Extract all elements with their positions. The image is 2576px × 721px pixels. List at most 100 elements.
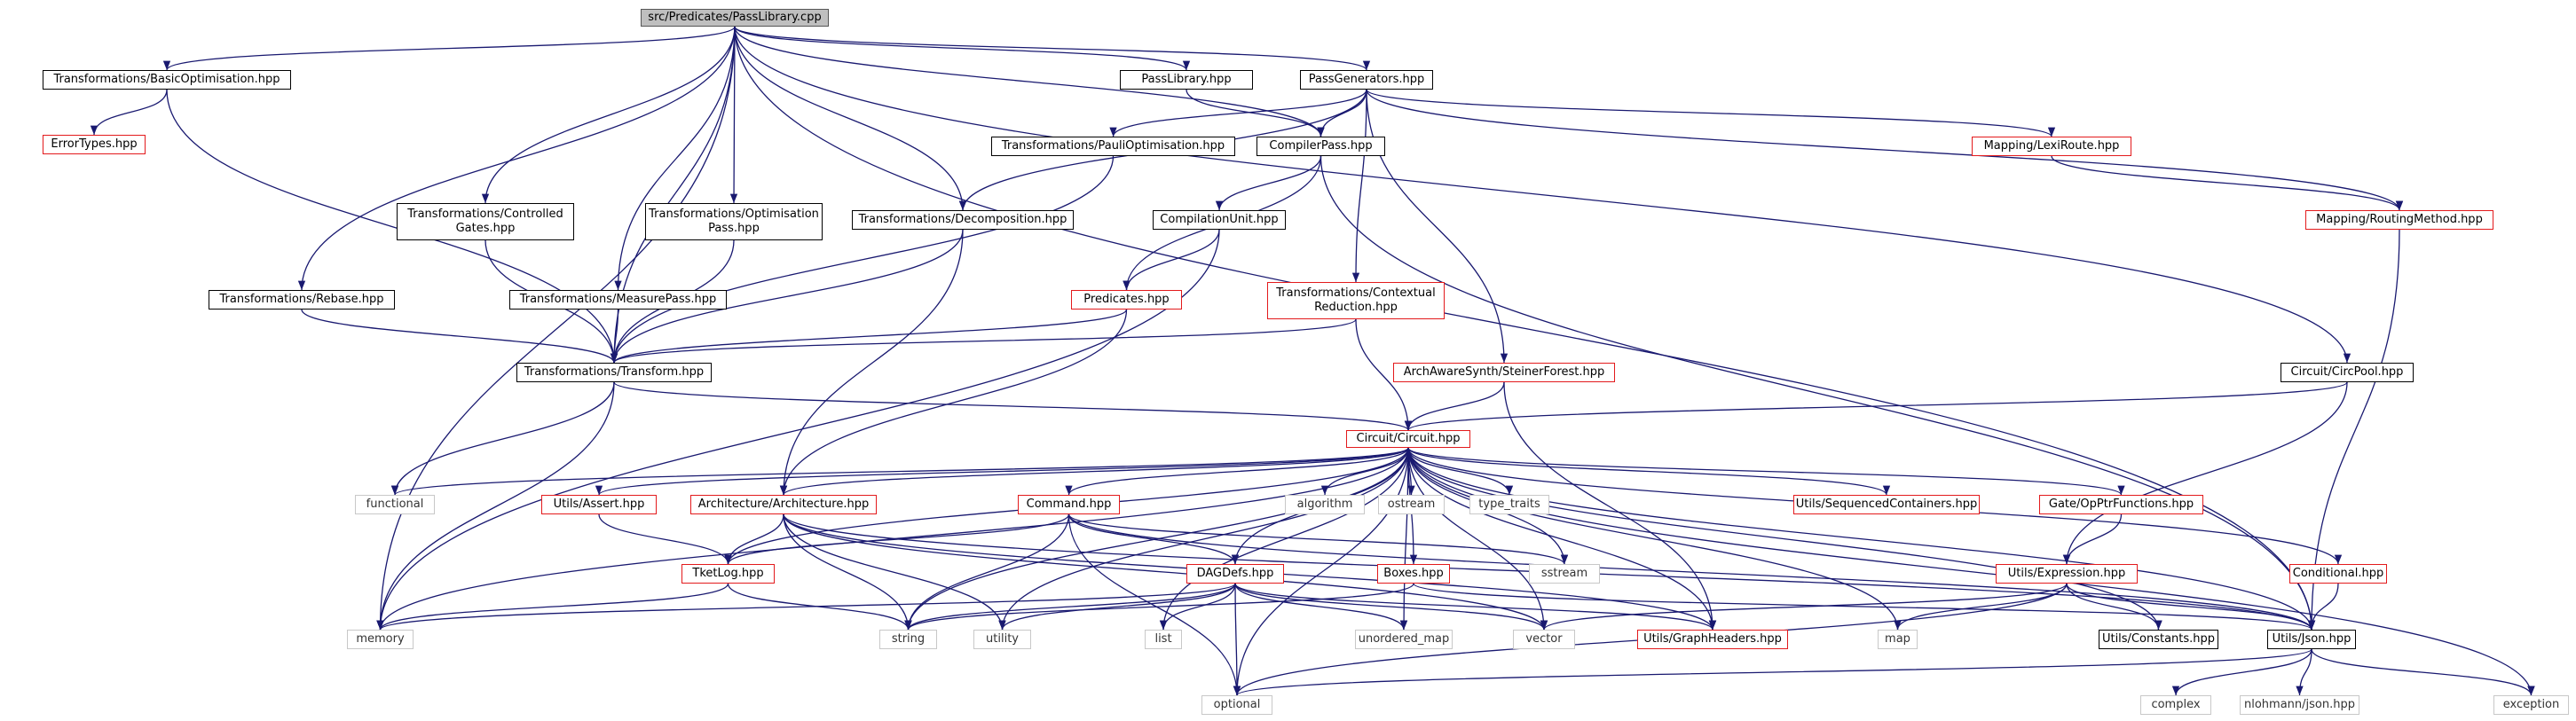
- node-exception: exception: [2493, 695, 2569, 715]
- node-graph-headers[interactable]: Utils/GraphHeaders.hpp: [1637, 630, 1788, 649]
- node-label: Gates.hpp: [455, 222, 516, 235]
- node-dag-defs[interactable]: DAGDefs.hpp: [1186, 564, 1284, 584]
- edge-root-compilerpass: [734, 26, 1325, 137]
- node-predicates[interactable]: Predicates.hpp: [1071, 290, 1182, 310]
- node-label: Command.hpp: [1026, 498, 1112, 511]
- node-algorithm: algorithm: [1285, 495, 1365, 514]
- node-label: ErrorTypes.hpp: [51, 137, 138, 151]
- node-steiner-forest[interactable]: ArchAwareSynth/SteinerForest.hpp: [1393, 363, 1615, 382]
- node-label: functional: [366, 498, 424, 511]
- node-boxes[interactable]: Boxes.hpp: [1377, 564, 1450, 584]
- node-measure-pass[interactable]: Transformations/MeasurePass.hpp: [509, 290, 727, 310]
- node-label: Transformations/Optimisation: [649, 208, 819, 221]
- edge-circuit-json: [1407, 447, 2316, 631]
- node-circuit[interactable]: Circuit/Circuit.hpp: [1346, 430, 1470, 448]
- node-op-ptr-functions[interactable]: Gate/OpPtrFunctions.hpp: [2039, 495, 2203, 514]
- node-routing-method[interactable]: Mapping/RoutingMethod.hpp: [2305, 210, 2493, 230]
- node-label: Transformations/Contextual: [1276, 286, 1436, 300]
- edge-expression-json: [2066, 583, 2316, 631]
- node-error-types[interactable]: ErrorTypes.hpp: [43, 135, 146, 154]
- node-label: Utils/SequencedContainers.hpp: [1795, 498, 1978, 511]
- node-label: algorithm: [1296, 498, 1353, 511]
- node-constants[interactable]: Utils/Constants.hpp: [2099, 630, 2218, 649]
- node-command[interactable]: Command.hpp: [1018, 495, 1120, 514]
- node-root[interactable]: src/Predicates/PassLibrary.cpp: [641, 9, 829, 27]
- node-conditional[interactable]: Conditional.hpp: [2289, 564, 2387, 584]
- edge-decomp-transform: [610, 229, 964, 364]
- edge-root-decomp: [734, 26, 967, 211]
- edge-json-exception: [2311, 648, 2535, 696]
- node-label: Gate/OpPtrFunctions.hpp: [2048, 498, 2194, 511]
- node-sequenced-containers[interactable]: Utils/SequencedContainers.hpp: [1793, 495, 1980, 514]
- edge-layer: [90, 26, 2535, 696]
- node-tket-log[interactable]: TketLog.hpp: [681, 564, 775, 584]
- edge-json-nlohmann: [2296, 648, 2312, 696]
- edge-circuit-assert: [595, 447, 1409, 496]
- edge-circuit-functional: [391, 447, 1409, 496]
- node-ostream: ostream: [1378, 495, 1445, 514]
- node-lexi-route[interactable]: Mapping/LexiRoute.hpp: [1972, 137, 2131, 156]
- node-label: map: [1885, 632, 1910, 646]
- edge-dagdefs-graphheaders: [1234, 583, 1716, 631]
- edge-passgen-contextual: [1351, 89, 1367, 283]
- edge-command-dagdefs: [1067, 513, 1240, 565]
- edge-contextual-circuit: [1355, 318, 1413, 431]
- node-label: utility: [986, 632, 1019, 646]
- node-label: Reduction.hpp: [1314, 301, 1398, 314]
- edge-circuit-type_traits: [1407, 447, 1514, 496]
- node-label: Transformations/MeasurePass.hpp: [519, 293, 717, 306]
- edge-dagdefs-unordered_map: [1234, 583, 1408, 631]
- edge-root-optpass: [729, 26, 738, 204]
- edge-steiner-circuit: [1404, 381, 1505, 431]
- node-compiler-pass[interactable]: CompilerPass.hpp: [1256, 137, 1385, 156]
- edge-root-rebase: [297, 26, 736, 291]
- node-unordered-map: unordered_map: [1355, 630, 1453, 649]
- edge-routing-json: [2307, 229, 2400, 631]
- edge-transform-circuit: [613, 381, 1412, 431]
- node-rebase[interactable]: Transformations/Rebase.hpp: [209, 290, 395, 310]
- node-label: list: [1154, 632, 1172, 646]
- node-label: src/Predicates/PassLibrary.cpp: [648, 11, 822, 24]
- node-pass-library[interactable]: PassLibrary.hpp: [1120, 70, 1253, 90]
- edge-opptrfn-expression: [2062, 513, 2123, 565]
- node-architecture[interactable]: Architecture/Architecture.hpp: [690, 495, 877, 514]
- edge-command-sstream: [1067, 513, 1568, 565]
- edge-transform-memory: [376, 381, 615, 631]
- node-compilation-unit[interactable]: CompilationUnit.hpp: [1153, 210, 1286, 230]
- edge-tketlog-memory: [376, 583, 729, 631]
- node-json[interactable]: Utils/Json.hpp: [2267, 630, 2356, 649]
- node-pass-generators[interactable]: PassGenerators.hpp: [1300, 70, 1433, 90]
- edge-contextual-transform: [611, 318, 1357, 364]
- edge-circpool-expression: [2062, 381, 2348, 565]
- node-label: Architecture/Architecture.hpp: [697, 498, 870, 511]
- node-functional: functional: [355, 495, 435, 514]
- edge-circuit-opptrfn: [1407, 447, 2125, 496]
- node-circ-pool[interactable]: Circuit/CircPool.hpp: [2281, 363, 2414, 382]
- edge-passlib-compilerpass: [1186, 89, 1325, 137]
- node-label: complex: [2151, 698, 2201, 711]
- node-label: Pass.hpp: [708, 222, 760, 235]
- node-basic-optimisation[interactable]: Transformations/BasicOptimisation.hpp: [43, 70, 291, 90]
- node-label: Utils/Json.hpp: [2272, 632, 2351, 646]
- node-label: Transformations/Decomposition.hpp: [858, 213, 1067, 226]
- node-decomposition[interactable]: Transformations/Decomposition.hpp: [852, 210, 1074, 230]
- edge-circuit-graphheaders: [1407, 447, 1717, 631]
- node-label: Utils/GraphHeaders.hpp: [1643, 632, 1782, 646]
- node-label: unordered_map: [1358, 632, 1450, 646]
- edge-decomp-architecture: [779, 229, 964, 496]
- edge-assert-tketlog: [598, 513, 732, 565]
- edge-dagdefs-vector: [1234, 583, 1548, 631]
- edge-circuit-architecture: [780, 447, 1409, 496]
- node-transform[interactable]: Transformations/Transform.hpp: [516, 363, 712, 382]
- edge-circpool-circuit: [1405, 381, 2348, 431]
- node-pauli-optimisation[interactable]: Transformations/PauliOptimisation.hpp: [991, 137, 1235, 156]
- node-label: string: [891, 632, 926, 646]
- node-assert[interactable]: Utils/Assert.hpp: [541, 495, 657, 514]
- edge-passgen-routing: [1366, 89, 2403, 211]
- node-expression[interactable]: Utils/Expression.hpp: [1996, 564, 2138, 584]
- node-label: Utils/Assert.hpp: [553, 498, 645, 511]
